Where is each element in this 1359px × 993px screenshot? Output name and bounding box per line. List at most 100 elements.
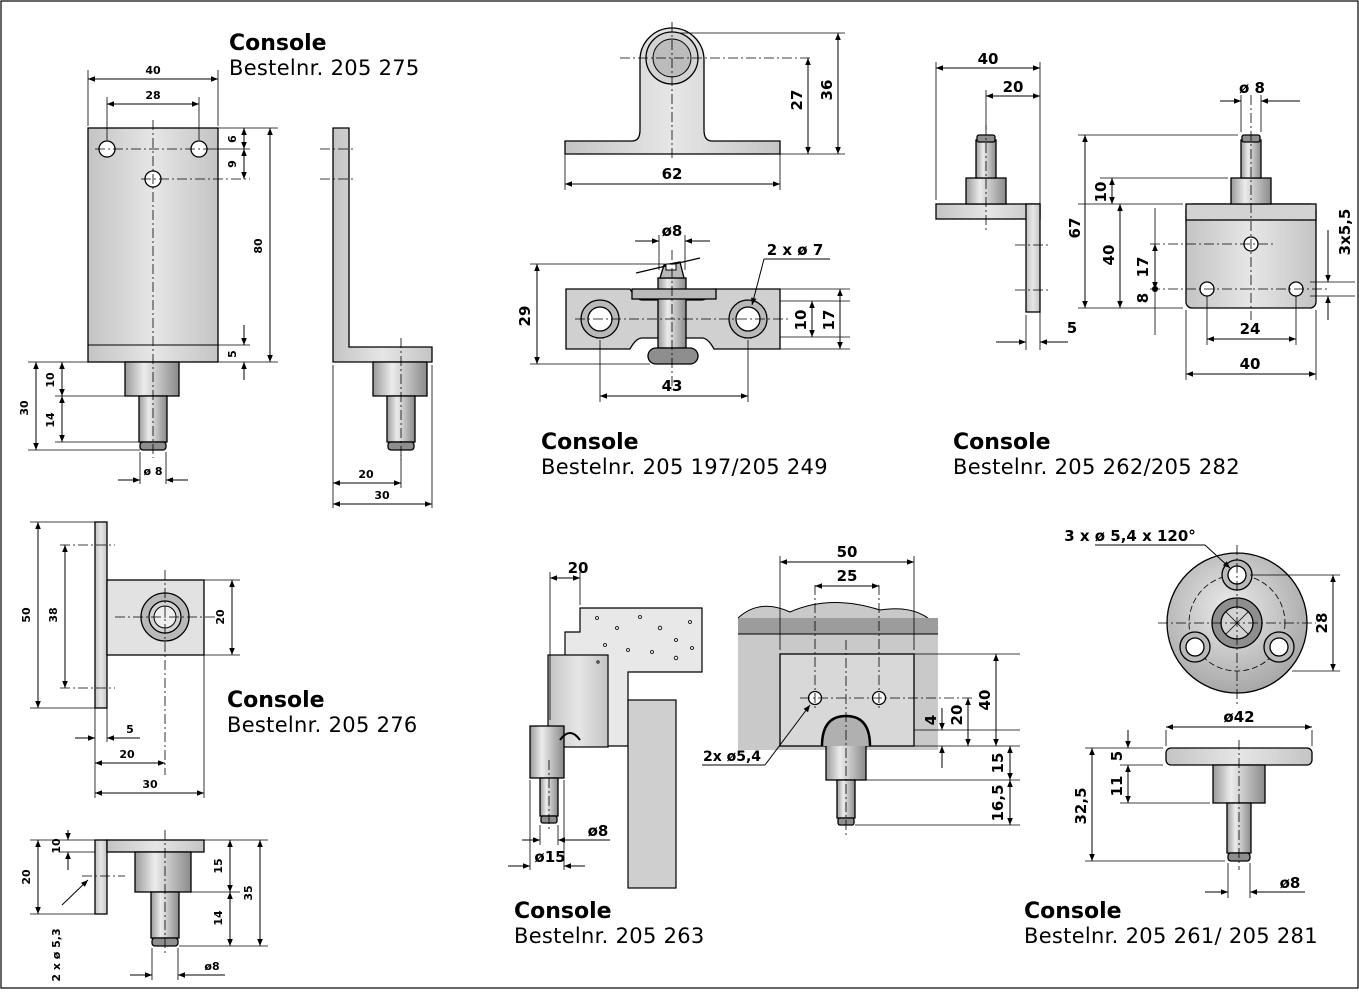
dim-label: ø 8 bbox=[143, 465, 162, 478]
dim-label: 32,5 bbox=[1072, 787, 1090, 824]
dim-label: 27 bbox=[788, 90, 806, 111]
grip bbox=[647, 347, 699, 365]
dim-label: 20 bbox=[1003, 78, 1024, 96]
dim-label: 5 bbox=[126, 723, 134, 736]
dim-label: 2x ø5,4 bbox=[703, 749, 761, 765]
angle-flange bbox=[935, 203, 1041, 220]
caption-205276: Console Bestelnr. 205 276 bbox=[227, 688, 418, 737]
caption-order-number: Bestelnr. 205 261/ 205 281 bbox=[1024, 924, 1318, 949]
dim-label: 2 x ø 5,3 bbox=[50, 928, 63, 981]
dim-label: 3x5,5 bbox=[1336, 209, 1354, 256]
dim-label: 35 bbox=[242, 885, 255, 900]
console-205276-side: 20 10 2 x ø 5,3 15 14 35 ø8 bbox=[20, 830, 268, 982]
dim-label: 10 bbox=[44, 372, 57, 388]
dim-label: 5 bbox=[226, 350, 239, 358]
caption-title: Console bbox=[227, 688, 325, 713]
caption-order-number: Bestelnr. 205 276 bbox=[227, 713, 418, 738]
caption-205262: Console Bestelnr. 205 262/205 282 bbox=[953, 430, 1240, 479]
console-205275-front: 40 28 6 9 80 5 10 14 30 ø 8 bbox=[18, 64, 278, 484]
dim-label: 2 x ø 7 bbox=[767, 241, 824, 259]
console-205197-front: 27 36 62 bbox=[564, 22, 845, 190]
caption-order-number: Bestelnr. 205 263 bbox=[514, 924, 705, 949]
dim-label: 36 bbox=[818, 80, 836, 101]
dim-label: 30 bbox=[18, 400, 31, 416]
caption-205261: Console Bestelnr. 205 261/ 205 281 bbox=[1024, 899, 1318, 948]
dim-label: 38 bbox=[47, 607, 60, 622]
console-205262-side: 40 20 5 bbox=[935, 50, 1077, 350]
caption-205197: Console Bestelnr. 205 197/205 249 bbox=[541, 430, 828, 479]
dim-label: 20 bbox=[214, 609, 227, 625]
dim-label: 50 bbox=[837, 543, 858, 561]
dim-label: 15 bbox=[212, 858, 225, 873]
caption-205275: Console Bestelnr. 205 275 bbox=[229, 31, 420, 80]
dim-label: 25 bbox=[837, 567, 858, 585]
wall-plate bbox=[94, 521, 108, 709]
dim-label: ø8 bbox=[588, 822, 609, 840]
angle-bracket bbox=[332, 127, 433, 363]
dim-label: 20 bbox=[119, 748, 135, 761]
dim-label: 17 bbox=[1134, 257, 1152, 278]
dim-label: 15 bbox=[989, 753, 1007, 774]
caption-order-number: Bestelnr. 205 197/205 249 bbox=[541, 455, 828, 480]
caption-title: Console bbox=[514, 899, 612, 924]
caption-order-number: Bestelnr. 205 262/205 282 bbox=[953, 455, 1240, 480]
dim-label: 5 bbox=[1067, 319, 1077, 337]
console-205276-top: 50 38 20 5 20 30 bbox=[20, 521, 240, 798]
dim-label: 40 bbox=[978, 50, 999, 68]
dim-label: 14 bbox=[212, 910, 225, 926]
dim-label: ø15 bbox=[534, 848, 565, 866]
boss bbox=[124, 361, 180, 397]
dim-label: 20 bbox=[358, 468, 374, 481]
dim-label: 3 x ø 5,4 x 120° bbox=[1064, 527, 1196, 545]
dim-label: ø8 bbox=[204, 960, 219, 973]
caption-title: Console bbox=[953, 430, 1051, 455]
dim-label: 40 bbox=[1240, 355, 1261, 373]
caption-title: Console bbox=[229, 31, 327, 56]
dim-label: 16,5 bbox=[989, 784, 1007, 821]
dim-label: 29 bbox=[516, 306, 534, 327]
dim-label: 30 bbox=[142, 778, 158, 791]
caption-title: Console bbox=[1024, 899, 1122, 924]
dim-label: ø8 bbox=[662, 222, 683, 240]
console-205197-top: ø8 2 x ø 7 29 10 17 43 bbox=[516, 222, 850, 402]
console-205262-front: ø 8 10 67 40 17 8 3x5,5 24 40 bbox=[1066, 79, 1355, 380]
dim-label: 28 bbox=[1313, 613, 1331, 634]
dim-label: 20 bbox=[20, 869, 33, 885]
console-205261-side: ø42 5 11 32,5 ø8 bbox=[1072, 708, 1313, 898]
mount-hole bbox=[1263, 631, 1295, 663]
dim-label: ø8 bbox=[1280, 874, 1301, 892]
dim-label: 5 bbox=[1108, 751, 1126, 761]
caption-order-number: Bestelnr. 205 275 bbox=[229, 56, 420, 81]
caption-title: Console bbox=[541, 430, 639, 455]
dim-label: 43 bbox=[662, 377, 683, 395]
dim-label: 20 bbox=[948, 705, 966, 726]
dim-label: 50 bbox=[20, 607, 33, 623]
console-205261-top: 28 3 x ø 5,4 x 120° bbox=[1064, 527, 1340, 705]
dim-label: 30 bbox=[374, 489, 390, 502]
dim-label: 6 bbox=[226, 135, 239, 143]
dim-label: 40 bbox=[976, 690, 994, 711]
dim-label: 17 bbox=[820, 310, 838, 331]
console-205263-front: 50 25 2x ø5,4 40 20 4 15 16,5 bbox=[702, 543, 1020, 835]
dim-label: 40 bbox=[1100, 245, 1118, 266]
dim-label: 8 bbox=[1134, 293, 1152, 303]
dim-label: 14 bbox=[44, 412, 57, 428]
dim-label: 67 bbox=[1066, 218, 1084, 239]
dim-label: 4 bbox=[922, 715, 940, 725]
caption-205263: Console Bestelnr. 205 263 bbox=[514, 899, 705, 948]
dim-label: 28 bbox=[145, 89, 160, 102]
dim-label: 10 bbox=[792, 310, 810, 331]
dim-label: 62 bbox=[662, 165, 683, 183]
mount-hole bbox=[1179, 631, 1211, 663]
dim-label: 24 bbox=[1240, 320, 1261, 338]
dim-label: ø 8 bbox=[1239, 79, 1265, 97]
dim-label: 9 bbox=[226, 160, 239, 168]
dim-label: 40 bbox=[145, 64, 161, 77]
dim-label: ø42 bbox=[1223, 708, 1254, 726]
console-205263-side: 20 ø8 ø15 bbox=[508, 559, 703, 889]
lug-bracket bbox=[564, 27, 781, 155]
dim-label: 11 bbox=[1108, 776, 1126, 797]
